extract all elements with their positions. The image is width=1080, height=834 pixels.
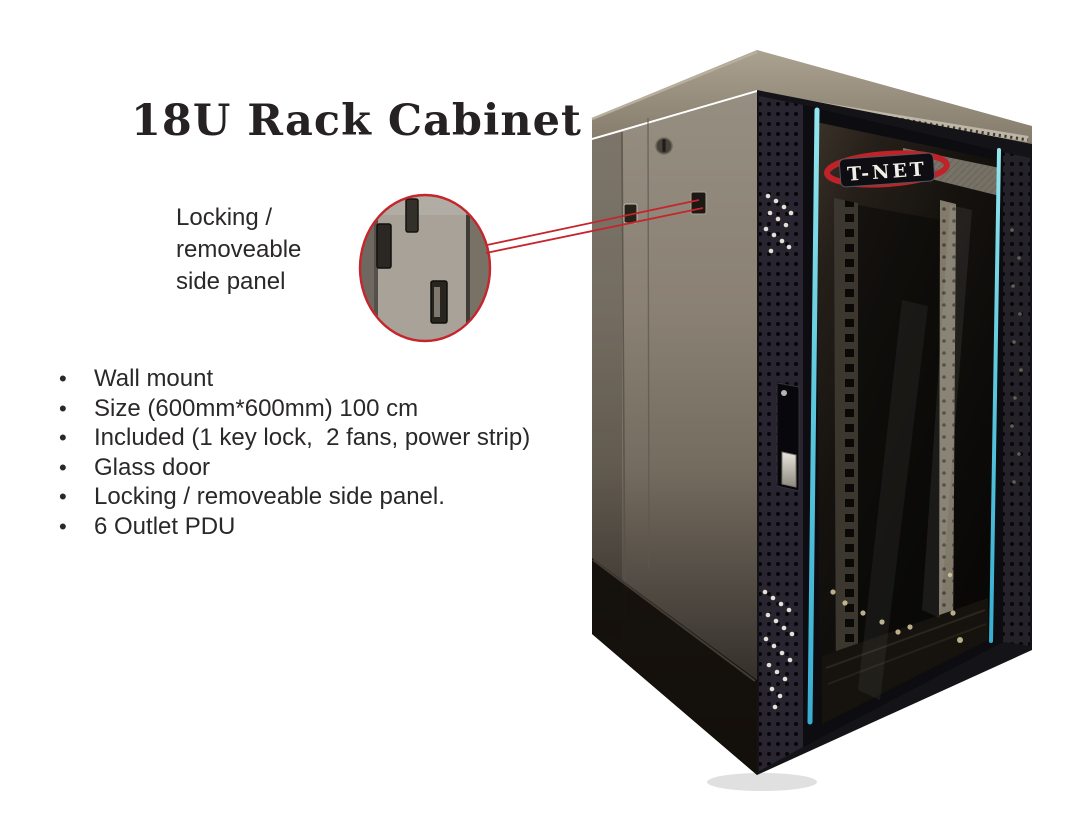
zoom-callout-ring (358, 193, 492, 343)
side-panel-callout-label: Locking / removeable side panel (176, 202, 301, 298)
cabinet-shadow (707, 773, 817, 791)
front-right-vent-column (1003, 152, 1030, 646)
glass-reflection-streak-1 (858, 300, 928, 700)
door-handle (776, 382, 800, 492)
side-panel-seam-right (647, 117, 650, 571)
side-panel-lock (655, 137, 673, 155)
rack-rail-right (939, 200, 956, 640)
feature-item-pdu: •6 Outlet PDU (53, 512, 530, 542)
callout-latch-top (405, 198, 419, 233)
callout-label-line-1: Locking / (176, 204, 273, 231)
zoom-callout (358, 193, 704, 343)
vent-amber-holes (1010, 228, 1023, 484)
bullet-icon: • (59, 454, 67, 480)
feature-item-glass-door: •Glass door (53, 453, 530, 483)
feature-item-included: •Included (1 key lock, 2 fans, power str… (53, 423, 530, 453)
vent-lit-holes-top (763, 193, 794, 254)
bullet-icon: • (59, 395, 67, 421)
floor-screw-dots (830, 572, 963, 643)
side-base (592, 558, 757, 775)
glass-reflection-streak-2 (922, 205, 972, 618)
interior-floor (822, 572, 988, 724)
side-frame-strip (592, 132, 622, 640)
interior-backdrop (858, 205, 940, 704)
feature-item-side-panel: •Locking / removeable side panel. (53, 482, 530, 512)
callout-latch-left (376, 223, 392, 269)
top-cap-highlight (591, 50, 758, 121)
page-title: 18U Rack Cabinet (131, 96, 582, 146)
rack-rail-left (834, 198, 858, 714)
vent-lit-holes-bottom (762, 589, 795, 710)
zoom-callout-photo (360, 195, 490, 341)
brand-logo: T-NET (824, 150, 950, 188)
bullet-icon: • (59, 366, 67, 391)
callout-label-line-3: side panel (176, 268, 286, 295)
callout-label-line-2: removeable (176, 236, 302, 263)
feature-item-wall-mount: •Wall mount (53, 364, 530, 394)
led-strip-right (989, 148, 1001, 643)
bullet-icon: • (59, 513, 67, 539)
callout-pointer-line-2 (485, 207, 704, 254)
bullet-icon: • (59, 425, 67, 450)
feature-item-size: •Size (600mm*600mm) 100 cm (53, 394, 530, 424)
rack-cabinet: T-NET (591, 50, 1032, 775)
callout-pointer-line-1 (486, 199, 700, 246)
bullet-icon: • (59, 484, 67, 509)
feature-list: •Wall mount •Size (600mm*600mm) 100 cm •… (53, 364, 530, 541)
led-strip-left (807, 107, 820, 725)
side-base-lip (592, 559, 756, 682)
brand-logo-plate (838, 152, 936, 188)
side-panel-seam-left (621, 131, 626, 621)
door-lock (781, 451, 797, 488)
